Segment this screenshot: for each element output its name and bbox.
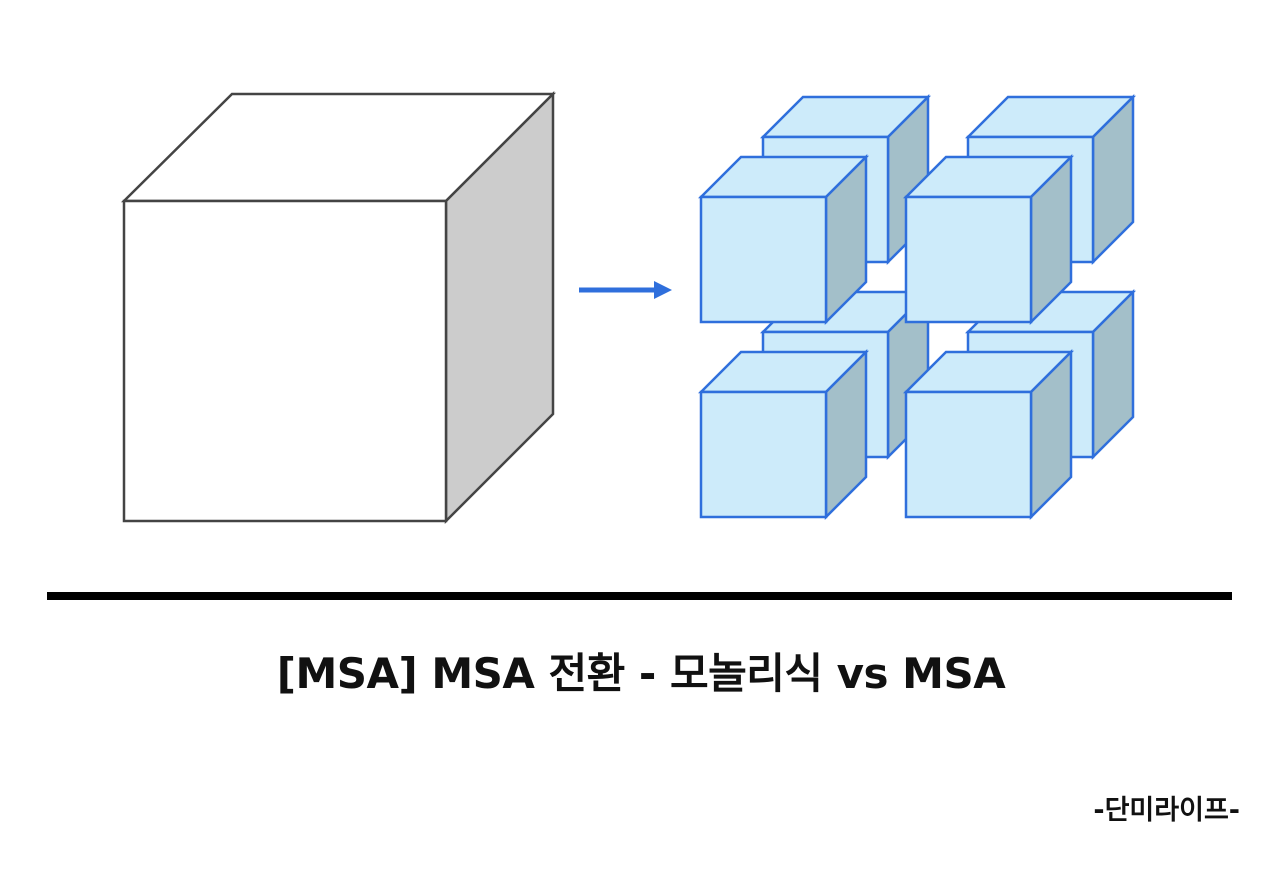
microservice-cube-front <box>904 195 1033 324</box>
microservice-cubes-icon <box>697 93 1137 521</box>
divider-line <box>47 592 1232 600</box>
right-arrow-icon <box>579 281 672 299</box>
microservice-cube <box>902 153 1075 326</box>
microservice-cube <box>902 348 1075 521</box>
microservice-cube <box>697 153 870 326</box>
microservice-cube-front <box>699 390 828 519</box>
monolith-cube-icon <box>120 90 557 525</box>
microservice-cube-front <box>904 390 1033 519</box>
page-title: [MSA] MSA 전환 - 모놀리식 vs MSA <box>276 649 1006 698</box>
microservice-cube <box>697 348 870 521</box>
author-signature: -단미라이프- <box>1093 795 1240 826</box>
microservice-cube-front <box>699 195 828 324</box>
monolith-front-face <box>122 199 448 523</box>
